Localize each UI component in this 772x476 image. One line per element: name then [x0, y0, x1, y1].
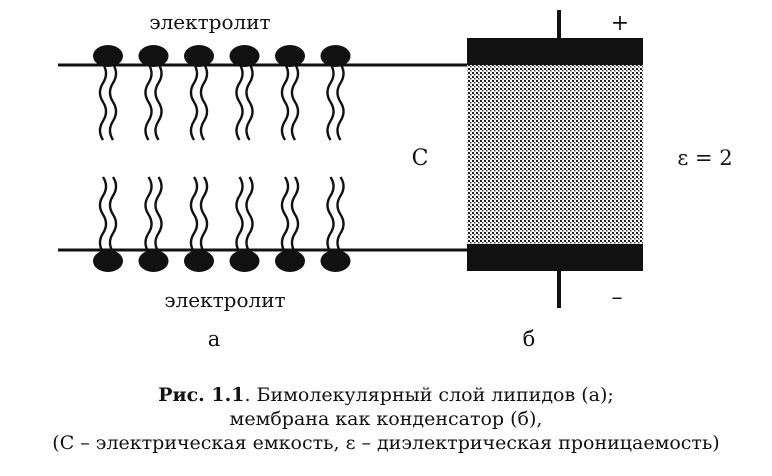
- label-epsilon: ε = 2: [677, 146, 732, 170]
- lipid-molecule: [320, 45, 351, 141]
- lipid-head: [275, 250, 305, 272]
- label-electrolyte-top: электролит: [149, 10, 270, 34]
- lipid-tail: [144, 176, 153, 253]
- lipid-tail: [336, 63, 345, 141]
- lipid-head: [184, 45, 214, 67]
- figure-caption: Рис. 1.1. Бимолекулярный слой липидов (а…: [0, 383, 772, 455]
- lipid-head: [320, 45, 351, 67]
- lipid-tail: [189, 176, 199, 253]
- lipid-head: [138, 250, 169, 272]
- lipid-molecule: [229, 45, 260, 141]
- lipid-tail: [98, 63, 108, 141]
- caption-line-2: мембрана как конденсатор (б),: [229, 408, 543, 430]
- lipid-tail: [154, 63, 163, 141]
- lipid-tail: [245, 63, 254, 141]
- lipid-tail: [199, 176, 209, 253]
- lipid-tail: [108, 176, 118, 253]
- lipid-molecule: [184, 45, 214, 141]
- lipid-head: [93, 250, 123, 272]
- lipid-tail: [235, 176, 244, 253]
- lipid-molecule: [184, 176, 214, 272]
- label-a: а: [208, 327, 221, 351]
- label-electrolyte-bottom: электролит: [164, 288, 285, 312]
- lipid-head: [138, 45, 169, 67]
- lipid-head: [229, 45, 260, 67]
- lipid-tail: [245, 176, 254, 253]
- lipid-molecule: [320, 176, 351, 272]
- lipid-tail: [290, 176, 300, 253]
- caption-line-1-text: . Бимолекулярный слой липидов (а);: [244, 384, 614, 406]
- lipid-tail: [189, 63, 199, 141]
- minus-sign: –: [612, 285, 623, 310]
- lipid-tail: [280, 176, 290, 253]
- capacitor-bottom-plate: [467, 244, 643, 271]
- bottom-lipid-layer: [93, 176, 351, 272]
- caption-line-1: Рис. 1.1. Бимолекулярный слой липидов (а…: [0, 383, 772, 407]
- lipid-tail: [199, 63, 209, 141]
- lipid-head: [184, 250, 214, 272]
- lipid-molecule: [229, 176, 260, 272]
- lipid-tail: [280, 63, 290, 141]
- lipid-tail: [326, 176, 335, 253]
- dielectric-layer: [467, 60, 643, 253]
- figure-reference: Рис. 1.1: [158, 384, 245, 406]
- lipid-tail: [326, 63, 335, 141]
- plus-sign: +: [611, 11, 629, 36]
- lipid-head: [93, 45, 123, 67]
- lipid-molecule: [138, 176, 169, 272]
- lipid-molecule: [93, 45, 123, 141]
- lipid-tail: [290, 63, 300, 141]
- caption-line-3: (С – электрическая емкость, ε – диэлектр…: [52, 432, 720, 454]
- lipid-head: [320, 250, 351, 272]
- lipid-molecule: [275, 176, 305, 272]
- lipid-bilayer: [58, 45, 470, 272]
- label-b: б: [523, 327, 536, 351]
- lipid-tail: [144, 63, 153, 141]
- capacitor-top-plate: [467, 38, 643, 65]
- top-lipid-layer: [93, 45, 351, 141]
- lipid-head: [275, 45, 305, 67]
- capacitor: [467, 10, 643, 308]
- lipid-tail: [154, 176, 163, 253]
- lipid-tail: [336, 176, 345, 253]
- lipid-tail: [235, 63, 244, 141]
- lipid-head: [229, 250, 260, 272]
- lipid-molecule: [93, 176, 123, 272]
- lipid-tail: [98, 176, 108, 253]
- lipid-tail: [108, 63, 118, 141]
- label-capacitance: С: [412, 146, 429, 171]
- lipid-molecule: [138, 45, 169, 141]
- lipid-molecule: [275, 45, 305, 141]
